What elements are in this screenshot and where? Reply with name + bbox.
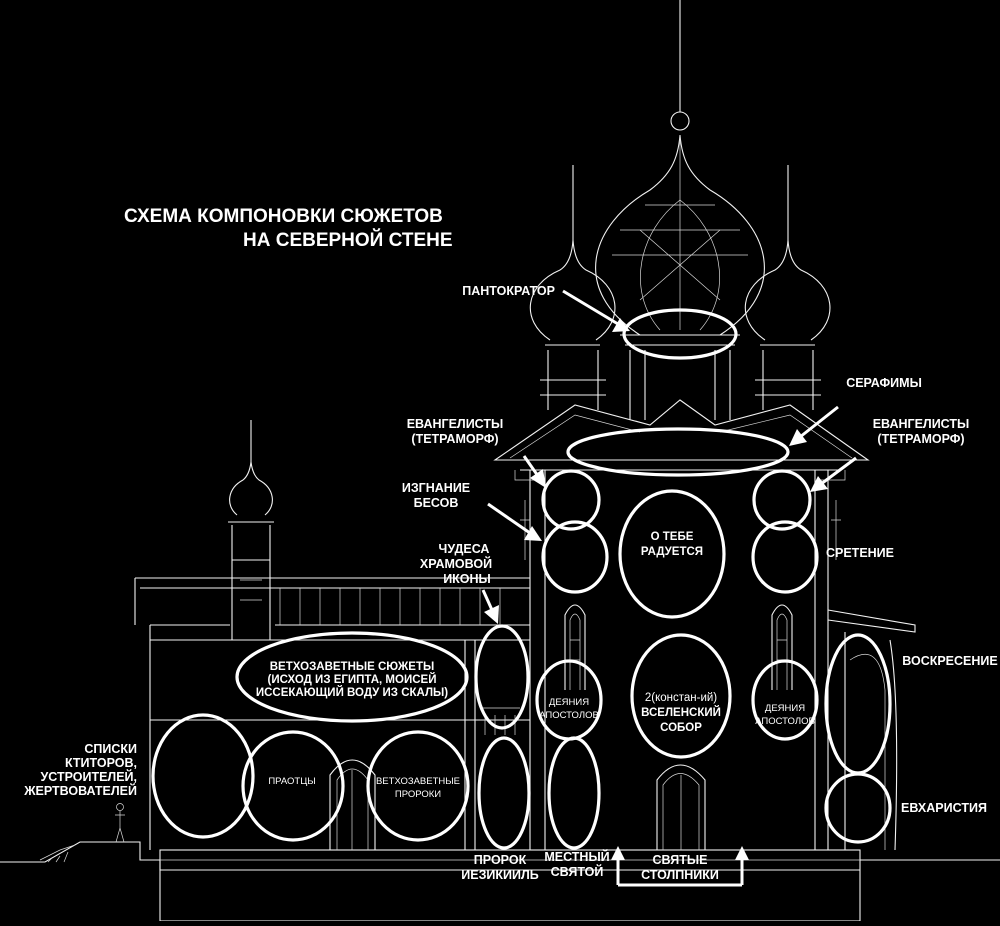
label-spiski-line4: ЖЕРТВОВАТЕЛЕЙ [23, 783, 137, 798]
o-tebe-raduetsya-zone [618, 489, 726, 619]
spiski-zone [151, 713, 255, 839]
inner-o-tebe-line2: РАДУЕТСЯ [641, 546, 703, 558]
sobor-zone [630, 633, 732, 759]
inner-vethoz-line1: ВЕТХОЗАВЕТНЫЕ СЮЖЕТЫ [270, 661, 434, 673]
label-sretenie: СРЕТЕНИЕ [826, 546, 894, 560]
label-prorok-line2: ИЕЗИКИИЛЬ [461, 868, 539, 882]
label-evangelisty-left-line1: ЕВАНГЕЛИСТЫ [407, 417, 504, 431]
sretenie-zone [751, 520, 819, 594]
label-chudesa-line1: ЧУДЕСА [439, 542, 490, 556]
deyaniya-right-zone [751, 659, 819, 741]
label-izgnanie-line2: БЕСОВ [414, 496, 459, 510]
inner-deyaniya-left-line1: ДЕЯНИЯ [549, 697, 589, 708]
evangelisty-left-zone [541, 469, 601, 531]
inner-sobor-line1: 2(констан-ий) [645, 692, 717, 704]
inner-deyaniya-right-line1: ДЕЯНИЯ [765, 703, 805, 714]
outer-labels: ПАНТОКРАТОР СЕРАФИМЫ ЕВАНГЕЛИСТЫ (ТЕТРАМ… [23, 284, 998, 882]
label-spiski-line2: КТИТОРОВ, [65, 756, 137, 770]
label-spiski-line3: УСТРОИТЕЛЕЙ, [40, 769, 137, 784]
label-evangelisty-right-line2: (ТЕТРАМОРФ) [877, 432, 964, 446]
label-stolpniki-line2: СТОЛПНИКИ [641, 868, 719, 882]
inner-deyaniya-right-line2: АПОСТОЛОВ [755, 716, 815, 727]
inner-praottsy: ПРАОТЦЫ [268, 776, 315, 787]
inner-proroki-line2: ПРОРОКИ [395, 789, 441, 800]
label-mestny-line2: СВЯТОЙ [551, 864, 604, 879]
proroki-zone [366, 730, 470, 842]
inner-labels: О ТЕБЕ РАДУЕТСЯ ВЕТХОЗАВЕТНЫЕ СЮЖЕТЫ (ИС… [256, 531, 815, 800]
inner-vethoz-line3: ИССЕКАЮЩИЙ ВОДУ ИЗ СКАЛЫ) [256, 686, 448, 699]
diagram-title-line1: СХЕМА КОМПОНОВКИ СЮЖЕТОВ [124, 206, 443, 227]
evangelisty-right-zone [752, 469, 812, 531]
label-serafimy: СЕРАФИМЫ [846, 376, 922, 390]
label-evangelisty-right-line1: ЕВАНГЕЛИСТЫ [873, 417, 970, 431]
praottsy-zone [241, 730, 345, 842]
label-evangelisty-left-line2: (ТЕТРАМОРФ) [411, 432, 498, 446]
serafimy-zone [566, 427, 790, 477]
inner-deyaniya-left-line2: АПОСТОЛОВ [539, 710, 599, 721]
person-figure [115, 803, 125, 843]
inner-o-tebe-line1: О ТЕБЕ [651, 531, 694, 543]
mestny-svyatoy-zone [547, 736, 601, 850]
label-izgnanie-line1: ИЗГНАНИЕ [402, 481, 470, 495]
prorok-ieziekiil-zone [477, 736, 531, 850]
izgnanie-besov-zone [541, 520, 609, 594]
inner-sobor-line2: ВСЕЛЕНСКИЙ [641, 706, 721, 719]
diagram-title-line2: НА СЕВЕРНОЙ СТЕНЕ [243, 229, 453, 251]
pantokrator-zone [622, 308, 738, 360]
label-chudesa-line2: ХРАМОВОЙ [420, 556, 492, 571]
label-prorok-line1: ПРОРОК [474, 853, 527, 867]
label-pantokrator: ПАНТОКРАТОР [462, 284, 555, 298]
inner-proroki-line1: ВЕТХОЗАВЕТНЫЕ [376, 776, 460, 787]
label-mestny-line1: МЕСТНЫЙ [544, 849, 609, 864]
inner-vethoz-line2: (ИСХОД ИЗ ЕГИПТА, МОИСЕЙ [268, 673, 437, 686]
label-chudesa-line3: ИКОНЫ [443, 572, 491, 586]
label-spiski-line1: СПИСКИ [84, 742, 137, 756]
chudesa-ikony-zone [474, 624, 530, 730]
vethozavetnye-syuzhety-zone [235, 631, 469, 723]
inner-sobor-line3: СОБОР [660, 722, 702, 734]
label-stolpniki-line1: СВЯТЫЕ [653, 853, 708, 867]
leader-arrows [481, 289, 857, 887]
label-evharistiya: ЕВХАРИСТИЯ [901, 801, 987, 815]
composition-zones [151, 308, 892, 850]
label-voskresenie: ВОСКРЕСЕНИЕ [902, 654, 997, 668]
evharistiya-zone [824, 772, 892, 844]
